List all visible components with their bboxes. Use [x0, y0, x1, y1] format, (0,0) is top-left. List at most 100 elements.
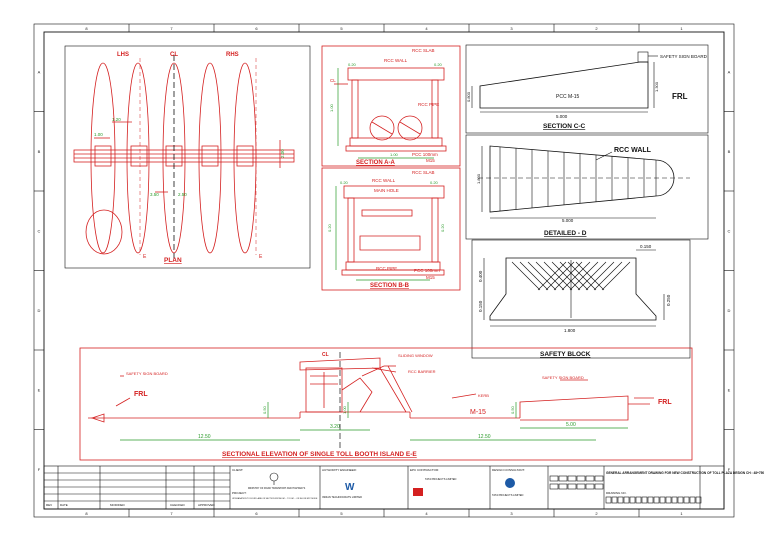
zone-label-left: E	[38, 387, 41, 392]
elevation-dim-left: 12.50	[198, 434, 211, 440]
zone-label-bottom: 1	[680, 511, 683, 516]
drawing-title: GENERAL ARRANGEMENT DRAWING FOR NEW CONS…	[606, 471, 764, 475]
section-cc-h-right: 1.300	[654, 81, 659, 92]
detailed-d-frame	[465, 134, 709, 240]
zone-label-top: 8	[85, 26, 88, 31]
section-cc-title: SECTION C-C	[543, 123, 586, 130]
section-aa-rcc-wall: RCC WALL	[384, 58, 408, 63]
zone-label-bottom: 5	[340, 511, 343, 516]
epc-name: TATA PROJECTS LIMITED	[425, 477, 457, 481]
section-aa-m15: M15	[426, 158, 435, 163]
checked-col-label: CHECKED	[170, 503, 186, 507]
section-bb-title: SECTION B-B	[370, 283, 410, 289]
section-aa-frame	[321, 45, 461, 167]
elevation-dim-right: 12.50	[478, 434, 491, 440]
section-bb-rcc-slab: RCC SLAB	[412, 170, 435, 175]
detailed-d-width: 5.000	[562, 218, 574, 223]
plan-lhs-label: LHS	[117, 52, 129, 58]
detailed-d-rcc-wall: RCC WALL	[614, 147, 652, 154]
safety-block-frame	[471, 239, 691, 359]
plan-rhs-label: RHS	[226, 52, 239, 58]
zone-label-bottom: 3	[510, 511, 513, 516]
plan-dim-250: 2.50	[178, 192, 187, 197]
plan-view: LHS CL RHS 1.20 1.00 2.00 3.50 2.50 E E …	[64, 45, 311, 269]
design-logo-icon	[505, 478, 515, 488]
zone-label-top: 5	[340, 26, 343, 31]
zone-label-right: A	[728, 69, 731, 74]
design-name: TATA PROJECTS LIMITED	[492, 493, 524, 497]
zone-label-right: F	[728, 467, 731, 472]
section-bb-rcc-wall: RCC WALL	[372, 178, 396, 183]
section-cc-frame	[465, 44, 709, 134]
section-bb-dim-c: 0.20	[327, 223, 332, 232]
elevation-frl-right: FRL	[658, 399, 672, 406]
section-aa: RCC SLAB RCC WALL RCC PIPE PCC 100mm M15…	[321, 45, 461, 167]
ministry-text: MINISTRY OF ROAD TRANSPORT AND HIGHWAYS	[248, 487, 306, 490]
zone-label-left: C	[38, 228, 41, 233]
plan-cl-label: CL	[170, 52, 178, 58]
plan-tunnel	[73, 149, 295, 163]
section-bb-dim-b: 0.20	[430, 180, 439, 185]
authority-logo-icon: W	[345, 482, 355, 493]
plan-e-right: E	[259, 254, 263, 260]
zone-label-left: D	[38, 308, 41, 313]
authority-label: AUTHORITY ENGINEER:	[322, 468, 357, 472]
safety-block-title: SAFETY BLOCK	[540, 351, 591, 358]
zone-label-right: B	[728, 149, 731, 154]
zone-label-top: 6	[255, 26, 258, 31]
section-aa-cl: CL	[330, 78, 336, 83]
project-text: UPGRADATION TO FOUR LANE OF SECTION FROM…	[232, 497, 318, 500]
section-bb-m15: M15	[426, 275, 435, 280]
zone-label-top: 2	[595, 26, 598, 31]
rev-col-label: REV	[46, 503, 52, 507]
detailed-d-height: 1.800	[476, 173, 481, 184]
section-bb: RCC SLAB RCC WALL MAIN HOLE RCC PIPE PCC…	[321, 167, 461, 291]
elevation-kerb: KERB	[478, 393, 489, 398]
elevation-rcc-barrier: RCC BARRIER	[408, 369, 436, 374]
zone-label-right: E	[728, 387, 731, 392]
section-cc-frl: FRL	[672, 92, 688, 101]
date-col-label: DATE	[60, 503, 68, 507]
zone-label-top: 3	[510, 26, 513, 31]
elevation-frame	[79, 347, 693, 461]
epc-label: EPC CONTRACTOR:	[410, 468, 439, 472]
plan-dim-120: 1.20	[112, 117, 121, 122]
plan-dim-200: 2.00	[280, 149, 285, 158]
authority-name: INDIAN TECHNOCRATS LIMITED	[322, 495, 362, 499]
project-label: PROJECT:	[232, 491, 247, 495]
section-cc-pcc: PCC M-15	[556, 94, 580, 100]
section-aa-dim-d: 1.00	[390, 152, 399, 157]
elevation-h2: 1.00	[342, 405, 347, 414]
section-aa-pcc: PCC 100mm	[412, 152, 438, 157]
section-aa-dim-a: 0.20	[348, 62, 357, 67]
section-bb-frame	[321, 167, 461, 291]
section-bb-main-hole: MAIN HOLE	[374, 188, 399, 193]
plan-e-left: E	[143, 254, 147, 260]
detailed-d: RCC WALL 1.800 5.000 DETAILED - D	[465, 134, 709, 240]
safety-block-h-left: 0.400	[478, 270, 483, 282]
zone-label-left: B	[38, 149, 41, 154]
zone-label-right: C	[728, 228, 731, 233]
elevation-sliding-window: SLIDING WINDOW	[398, 353, 433, 358]
client-label: CLIENT:	[232, 468, 243, 472]
plan-detail-circle	[85, 209, 123, 255]
plan-dim-350: 3.50	[150, 192, 159, 197]
plan-frame	[64, 45, 311, 269]
elevation-h3: 0.50	[510, 405, 515, 414]
zone-label-bottom: 4	[425, 511, 428, 516]
elevation-dim-mid: 3.20	[330, 424, 340, 430]
design-label: DESIGN CONSULTANT:	[492, 468, 525, 472]
zone-label-bottom: 7	[170, 511, 173, 516]
detailed-d-title: DETAILED - D	[544, 230, 587, 237]
section-bb-pcc: PCC 100mm	[414, 268, 440, 273]
section-cc-safety-sign: SAFETY SIGN BOARD	[660, 54, 708, 59]
drawing-no-label: DRAWING NO.	[606, 491, 627, 495]
elevation-dim-end: 5.00	[566, 422, 576, 428]
zone-label-bottom: 2	[595, 511, 598, 516]
elevation-safety-sign-left: SAFETY SIGN BOARD	[126, 371, 168, 376]
zone-label-left: F	[38, 467, 41, 472]
section-bb-dim-d: 0.20	[440, 223, 445, 232]
section-cc-h-left: 0.800	[466, 91, 471, 102]
